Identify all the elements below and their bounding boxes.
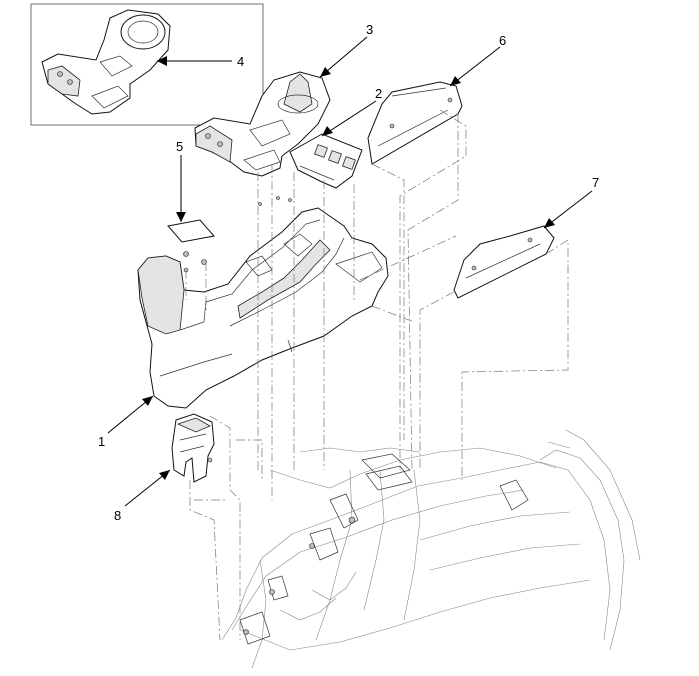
callout-7: 7 <box>592 175 599 190</box>
console-upper-cover-alternate <box>41 9 171 115</box>
console-rear-bracket <box>171 413 215 483</box>
callout-leaders <box>107 36 593 507</box>
console-side-cover-upper <box>367 81 463 165</box>
callout-labels: 4 3 2 6 7 5 1 8 <box>98 22 599 523</box>
callout-8: 8 <box>114 508 121 523</box>
vehicle-floor-structure <box>221 429 641 669</box>
callout-1: 1 <box>98 434 105 449</box>
console-tray-mat <box>167 219 215 243</box>
floor-console-main <box>137 196 389 409</box>
console-upper-cover-with-shift-boot <box>194 71 331 177</box>
callout-5: 5 <box>176 139 183 154</box>
callout-3: 3 <box>366 22 373 37</box>
callout-6: 6 <box>499 33 506 48</box>
callout-4: 4 <box>237 54 244 69</box>
callout-2: 2 <box>375 86 382 101</box>
inset-box <box>30 3 264 126</box>
assembly-guide-lines <box>185 109 569 641</box>
switch-panel-bezel <box>289 133 363 189</box>
console-side-cover-lower <box>453 225 555 299</box>
